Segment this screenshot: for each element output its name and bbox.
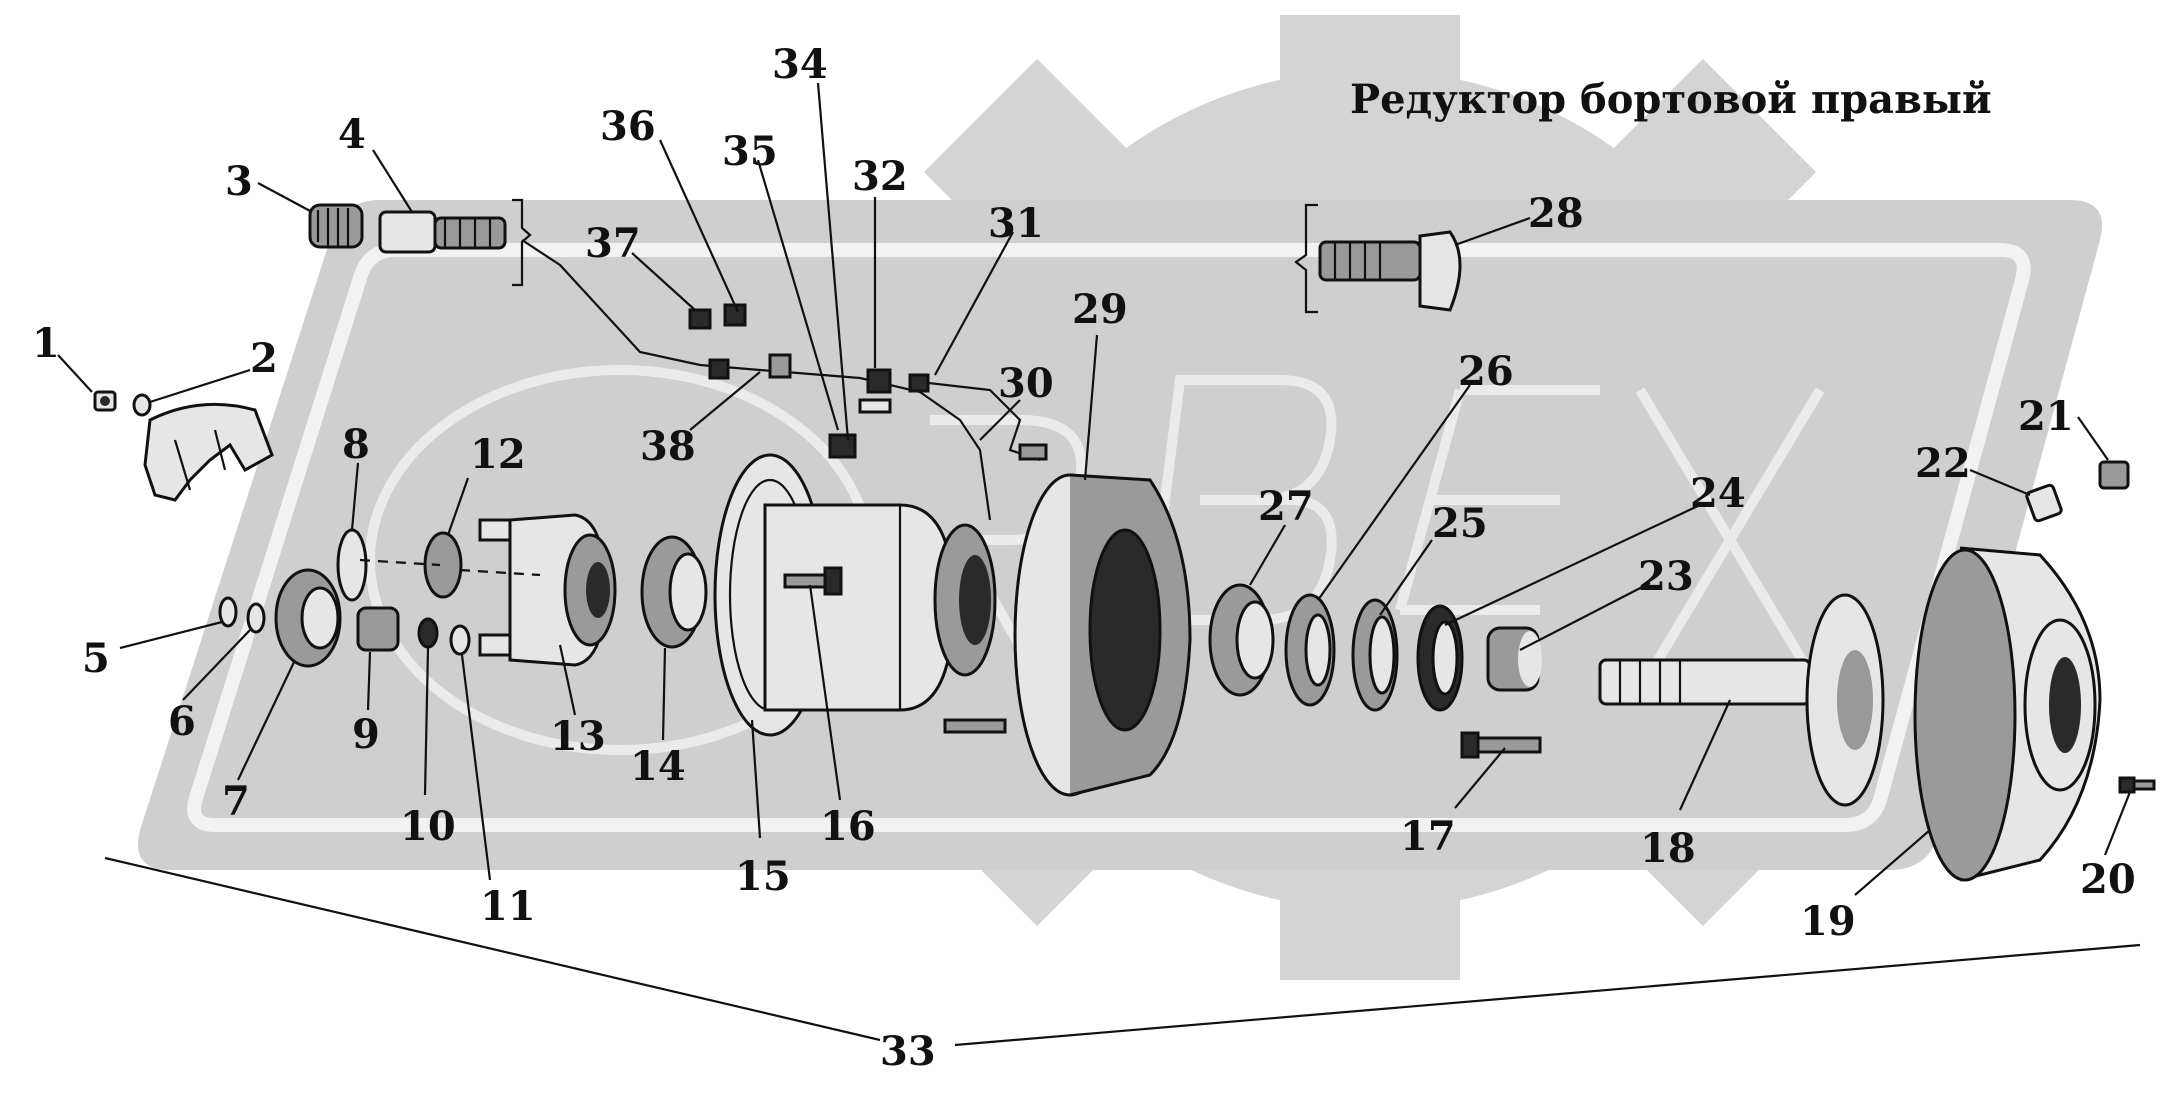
gear-part-7 (274, 568, 342, 668)
callout-14: 14 (630, 743, 686, 790)
washer-part-10 (417, 617, 439, 649)
callout-13: 13 (550, 713, 606, 760)
bolt-part-17 (1460, 731, 1542, 759)
pipe-fittings (688, 303, 1048, 734)
oil-pipe (521, 239, 992, 521)
callout-31: 31 (988, 200, 1044, 247)
callout-36: 36 (600, 103, 656, 150)
callout-2: 2 (250, 335, 278, 382)
ring-part-12 (423, 531, 463, 599)
bracket-part (143, 402, 274, 502)
bearing-part-27 (1208, 583, 1275, 697)
callout-7: 7 (222, 778, 250, 825)
ring-part-26 (1284, 593, 1336, 707)
parts (93, 198, 2156, 882)
fitting-part-4 (378, 210, 507, 254)
callout-17: 17 (1400, 813, 1456, 860)
callout-3: 3 (225, 158, 253, 205)
ring-part-6 (246, 602, 266, 634)
callout-8: 8 (342, 421, 370, 468)
ring-part-5 (218, 596, 238, 628)
nut-part-1 (93, 390, 117, 412)
callout-27: 27 (1258, 483, 1314, 530)
callout-6: 6 (168, 698, 196, 745)
callout-21: 21 (2018, 393, 2074, 440)
callout-1: 1 (32, 320, 60, 367)
callout-29: 29 (1072, 286, 1128, 333)
carrier-part-13 (478, 513, 617, 667)
brake-assembly-part-29 (1013, 473, 1192, 797)
callout-9: 9 (352, 711, 380, 758)
bearing-part-14 (640, 535, 708, 649)
callout-22: 22 (1915, 440, 1971, 487)
callout-28: 28 (1528, 190, 1584, 237)
callout-33: 33 (880, 1028, 936, 1075)
callout-23: 23 (1638, 553, 1694, 600)
nut-part-23 (1486, 626, 1542, 692)
callout-5: 5 (82, 635, 110, 682)
washer-part-22 (2025, 483, 2063, 523)
callout-4: 4 (338, 111, 366, 158)
assembly-bracket-lines (104, 856, 2141, 1047)
shaft-part-18 (1598, 593, 1885, 807)
callout-20: 20 (2080, 856, 2136, 903)
washer-part-11 (449, 624, 471, 656)
drum-part-19 (1913, 546, 2102, 882)
bracket-brace-right (1294, 203, 1318, 314)
housing-part (763, 503, 997, 712)
ring-part-25 (1351, 598, 1399, 712)
callout-16: 16 (820, 803, 876, 850)
screw-part-20 (2118, 776, 2156, 794)
callout-19: 19 (1800, 898, 1856, 945)
callout-34: 34 (772, 41, 828, 88)
bolt-part-16 (783, 566, 843, 596)
plug-part-21 (2098, 460, 2130, 490)
callout-38: 38 (640, 423, 696, 470)
callout-10: 10 (400, 803, 456, 850)
bracket-brace-left (512, 198, 532, 287)
callout-30: 30 (998, 360, 1054, 407)
callout-35: 35 (722, 128, 778, 175)
callout-37: 37 (585, 220, 641, 267)
leader-lines (57, 82, 2132, 896)
bolt-part-28 (1318, 230, 1462, 312)
callout-12: 12 (470, 431, 526, 478)
diagram-title: Редуктор бортовой правый (1350, 76, 1992, 123)
callout-24: 24 (1690, 470, 1746, 517)
alignment-line (359, 558, 541, 577)
callout-11: 11 (480, 883, 536, 930)
callout-labels: 1 2 3 4 5 6 7 8 9 10 11 12 13 14 15 16 1… (32, 41, 2136, 1075)
bushing-part-9 (356, 606, 400, 652)
ring-part-8 (336, 528, 368, 602)
callout-18: 18 (1640, 825, 1696, 872)
callout-15: 15 (735, 853, 791, 900)
plug-part-3 (308, 203, 364, 249)
seal-part-24 (1416, 604, 1464, 712)
callout-25: 25 (1432, 500, 1488, 547)
washer-part-2 (132, 393, 152, 417)
callout-26: 26 (1458, 348, 1514, 395)
callout-32: 32 (852, 153, 908, 200)
